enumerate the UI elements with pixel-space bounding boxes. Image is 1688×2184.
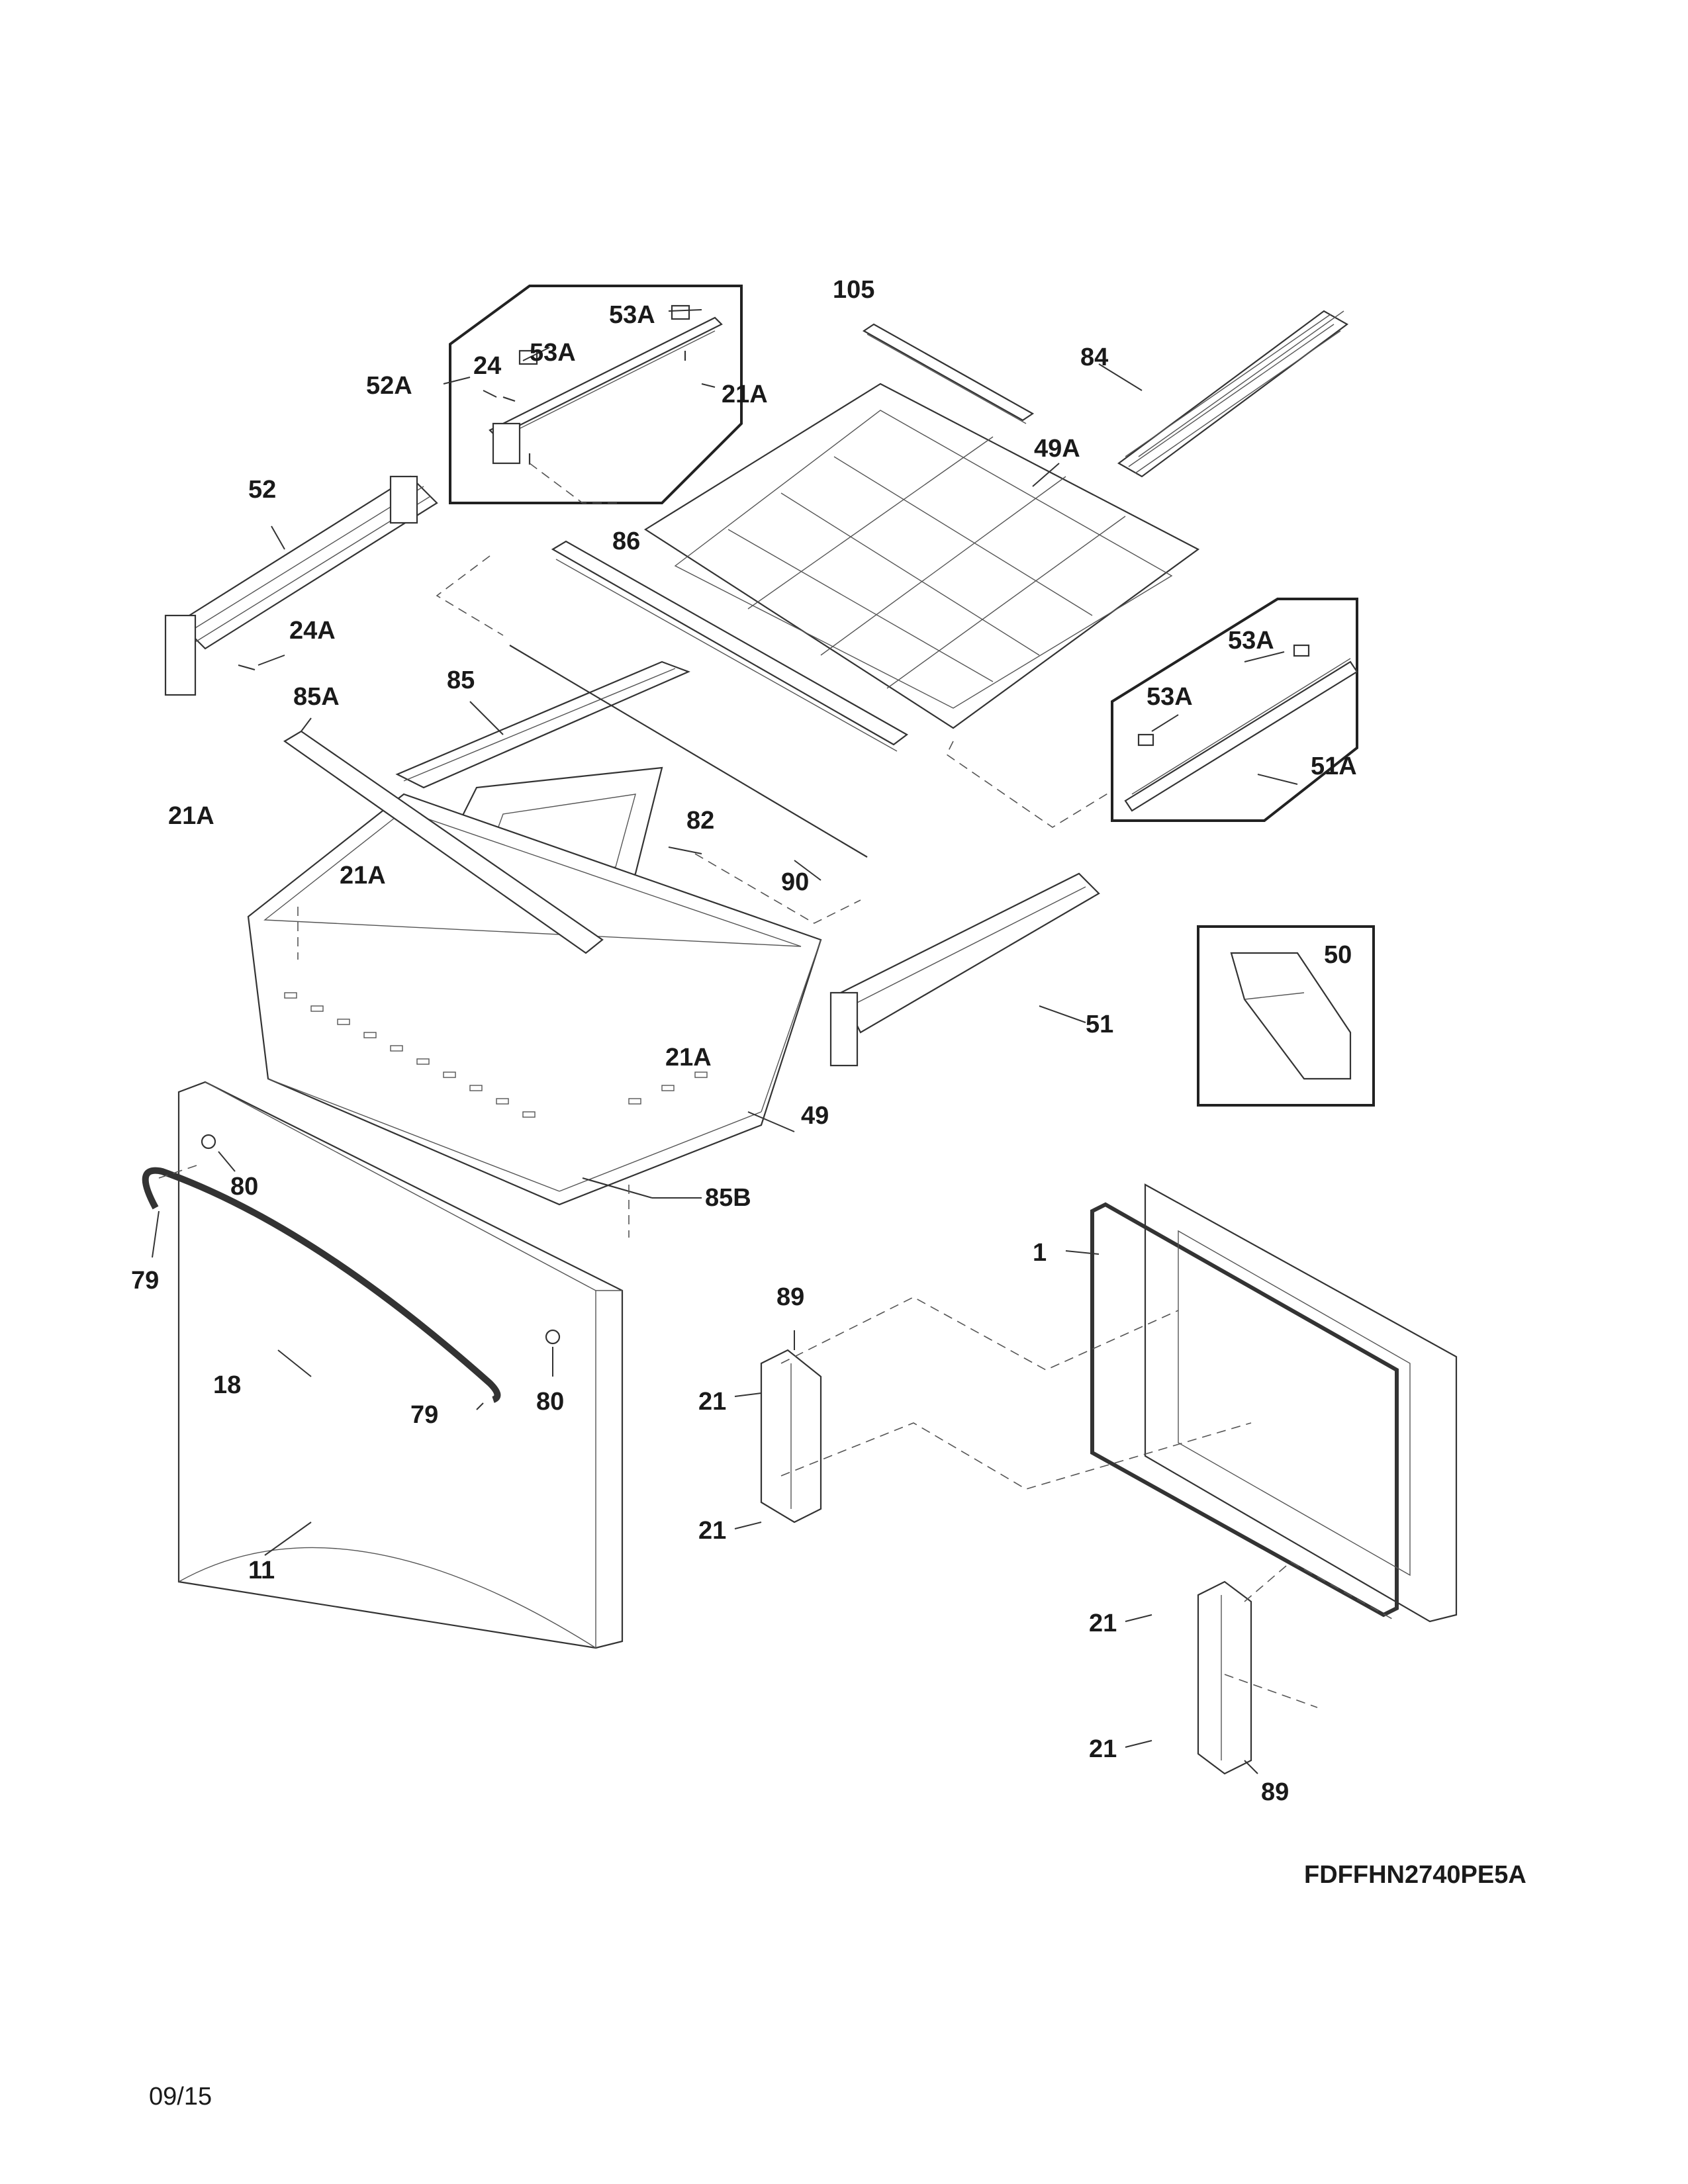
part-85-divider [395, 660, 690, 789]
label-105: 105 [833, 276, 874, 304]
label-24A: 24A [289, 617, 336, 645]
part-1-gasket-liner [1090, 1183, 1458, 1623]
part-52-slide [164, 475, 438, 696]
part-85B-rod [582, 1177, 653, 1199]
label-53A-top: 53A [609, 301, 655, 329]
label-21-d: 21 [1089, 1735, 1117, 1763]
part-80-cap-bottom [545, 1329, 561, 1345]
label-80-bottom: 80 [536, 1388, 564, 1416]
label-49: 49 [801, 1102, 829, 1130]
label-85A: 85A [293, 683, 340, 711]
part-89-bracket-left [760, 1349, 822, 1524]
label-53A-right-top: 53A [1228, 627, 1274, 655]
label-79-left: 79 [131, 1267, 159, 1295]
label-51A: 51A [1311, 752, 1357, 780]
label-21-a: 21 [698, 1388, 726, 1416]
part-52A-inset [449, 285, 743, 504]
label-90: 90 [781, 868, 809, 896]
label-53A-mid: 53A [530, 339, 576, 367]
part-84-divider [1117, 310, 1349, 478]
label-18: 18 [213, 1371, 241, 1399]
part-49-drawer-pan [247, 793, 822, 1206]
part-90-rod [509, 645, 868, 858]
label-21A-top: 21A [722, 381, 768, 408]
part-51A-inset [1111, 598, 1358, 822]
label-21-b: 21 [698, 1517, 726, 1545]
label-24: 24 [473, 352, 501, 380]
label-11: 11 [248, 1557, 275, 1584]
label-1: 1 [1033, 1239, 1047, 1267]
part-80-cap-top [201, 1134, 216, 1150]
date-code: 09/15 [149, 2083, 212, 2111]
label-53A-right-mid: 53A [1147, 683, 1193, 711]
part-85A-crossbar [283, 730, 604, 954]
label-84: 84 [1080, 343, 1108, 371]
part-105-bar [862, 323, 1035, 424]
label-49A: 49A [1034, 435, 1080, 463]
label-leaders [152, 309, 1298, 1774]
label-86: 86 [612, 527, 640, 555]
label-85: 85 [447, 666, 475, 694]
alignment-lines [158, 463, 1397, 1708]
part-89-bracket-right [1197, 1580, 1252, 1775]
label-80-top: 80 [230, 1173, 258, 1201]
part-50-inset [1197, 925, 1375, 1107]
part-51-slide [829, 872, 1100, 1067]
label-82: 82 [686, 807, 714, 835]
part-18-handle [142, 1167, 501, 1403]
label-85B: 85B [705, 1184, 751, 1212]
label-21A-mid: 21A [340, 862, 386, 889]
label-51: 51 [1086, 1011, 1113, 1038]
part-11-door [177, 1081, 624, 1649]
label-21-c: 21 [1089, 1610, 1117, 1637]
label-52A: 52A [366, 372, 412, 400]
part-49A-wire-basket [643, 383, 1200, 729]
label-79-right: 79 [410, 1401, 438, 1429]
label-21A-bottom: 21A [665, 1044, 712, 1071]
label-50: 50 [1324, 941, 1352, 969]
label-89-left: 89 [776, 1283, 804, 1311]
label-89-right: 89 [1261, 1778, 1289, 1806]
label-21A-left: 21A [168, 802, 214, 830]
part-86-rail [551, 540, 909, 752]
label-52: 52 [248, 476, 276, 504]
model-code: FDFFHN2740PE5A [1304, 1861, 1526, 1889]
